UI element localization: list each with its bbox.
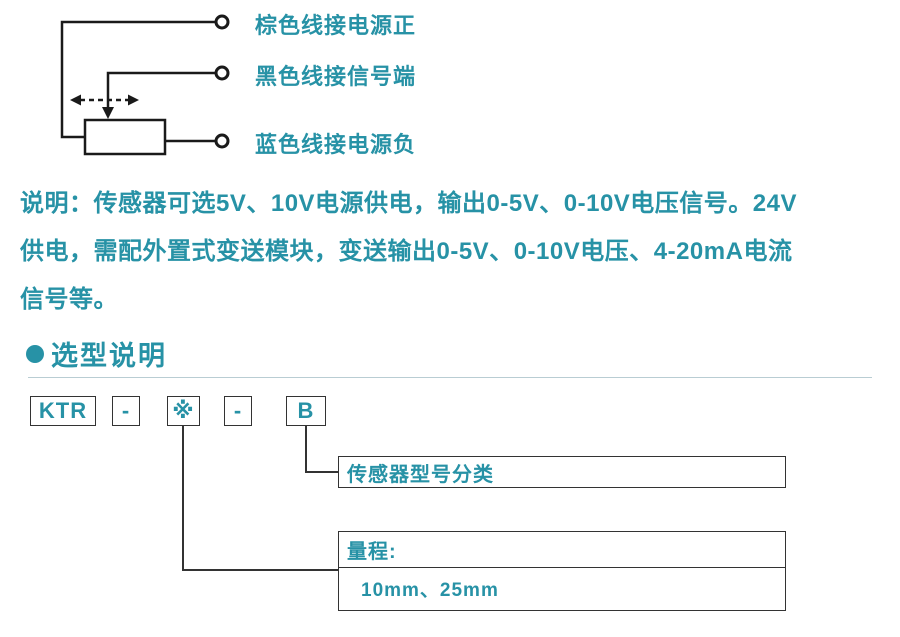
connector-type-horizontal (305, 471, 338, 473)
wire-label-blue: 蓝色线接电源负 (255, 132, 417, 157)
wiper-arrow-icon (102, 107, 114, 119)
callout-range-value: 10mm、25mm (361, 580, 499, 601)
description-line: 说明：传感器可选5V、10V电源供电，输出0-5V、0-10V电压信号。24V (20, 190, 797, 217)
terminal-positive-icon (214, 14, 230, 30)
section-title: 选型说明 (51, 341, 167, 371)
callout-range-value-row: 10mm、25mm (339, 568, 785, 609)
callout-range-box: 量程: 10mm、25mm (338, 531, 786, 611)
connector-type-vertical (305, 426, 307, 473)
callout-range-label: 量程: (347, 541, 397, 563)
terminal-signal-icon (214, 65, 230, 81)
section-bullet-icon (26, 344, 44, 363)
callout-range-label-row: 量程: (339, 532, 785, 568)
model-code-box-ktr: KTR (30, 396, 96, 426)
wire-brown (60, 20, 215, 139)
connector-range-vertical (182, 426, 184, 571)
wire-label-brown: 棕色线接电源正 (255, 13, 417, 38)
section-divider (28, 377, 872, 378)
travel-arrow-right-icon (128, 94, 139, 106)
travel-arrow-left-icon (70, 94, 81, 106)
section-header: 选型说明 (26, 334, 167, 373)
wire-label-black: 黑色线接信号端 (255, 64, 417, 89)
model-code-box-dash2: - (224, 396, 252, 426)
callout-sensor-type-box: 传感器型号分类 (338, 456, 786, 488)
sensor-body-rect (83, 118, 167, 156)
description-line: 信号等。 (20, 286, 118, 313)
description-paragraph: 说明：传感器可选5V、10V电源供电，输出0-5V、0-10V电压信号。24V … (20, 180, 890, 324)
wiring-diagram (60, 14, 230, 156)
terminal-negative-icon (214, 133, 230, 149)
description-line: 供电，需配外置式变送模块，变送输出0-5V、0-10V电压、4-20mA电流 (20, 238, 793, 265)
callout-sensor-type-label: 传感器型号分类 (347, 463, 494, 486)
model-code-box-wildcard: ※ (167, 396, 200, 426)
model-code-box-dash1: - (112, 396, 140, 426)
connector-range-horizontal (182, 569, 338, 571)
wire-black (106, 71, 215, 110)
model-code-box-b: B (286, 396, 326, 426)
